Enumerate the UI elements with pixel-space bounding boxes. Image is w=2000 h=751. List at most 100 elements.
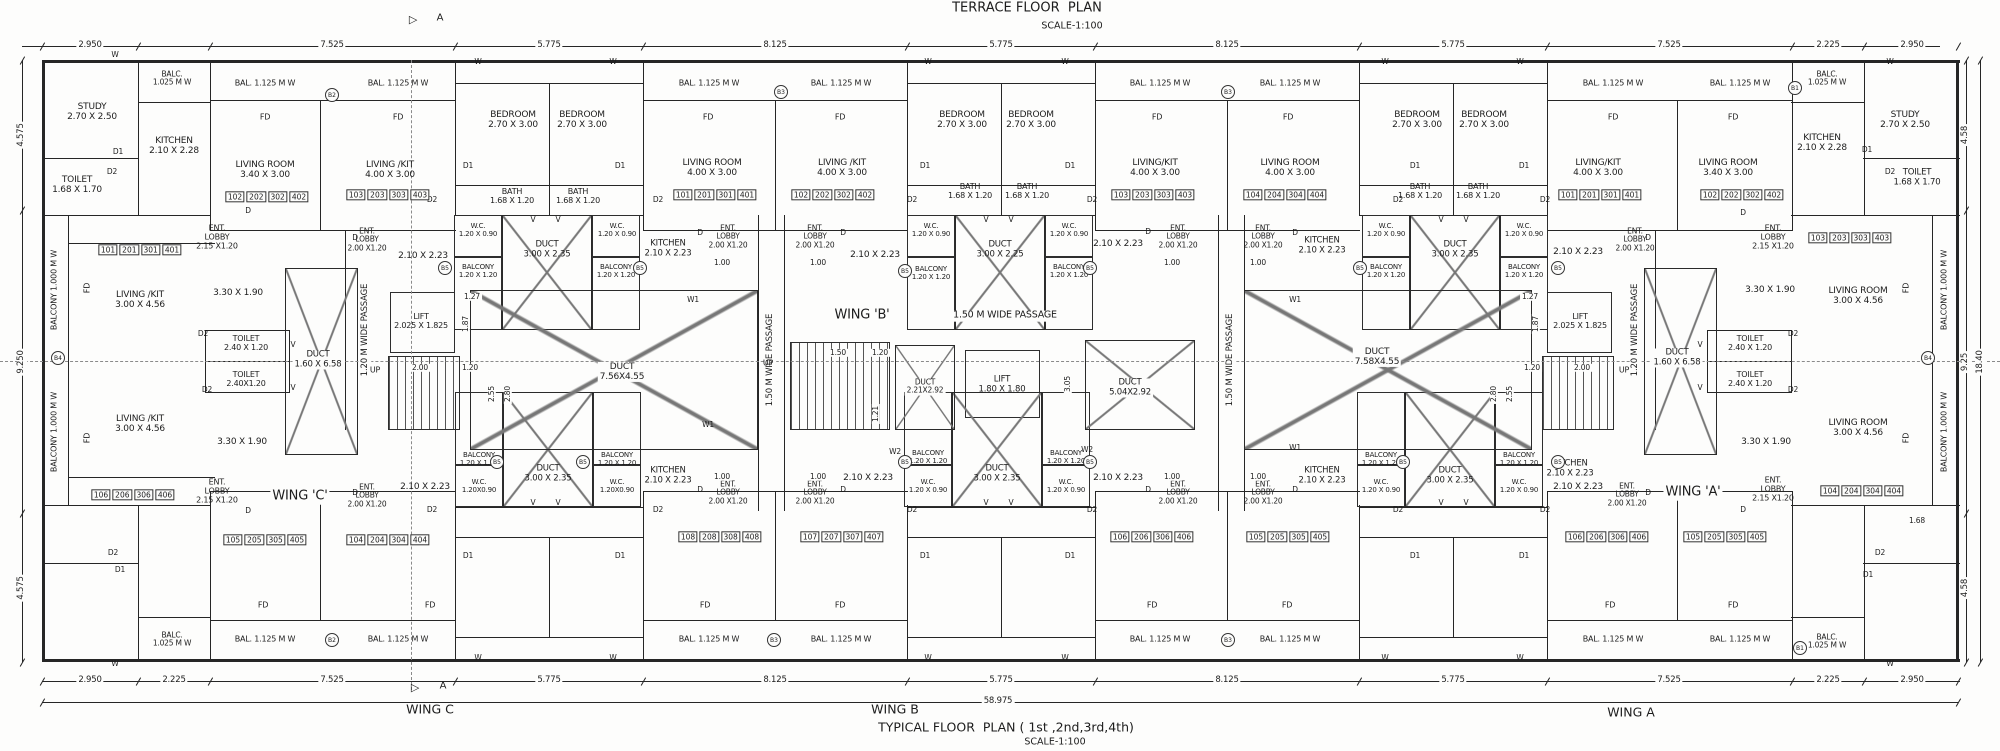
plan-text: BAL. 1.125 M W	[1709, 78, 1771, 88]
unit-number: 405	[1747, 531, 1767, 543]
unit-number: 102	[791, 189, 811, 201]
plan-text: V	[1463, 497, 1469, 507]
plan-text: 1.00	[808, 471, 828, 482]
plan-text: BAL. 1.125 M W	[678, 634, 740, 644]
wall-line	[1453, 537, 1455, 638]
balcony-marker: B4	[1921, 351, 1935, 365]
wall-line	[907, 185, 1096, 187]
wall-line	[1547, 620, 1793, 622]
plan-text: V	[1463, 214, 1469, 224]
plan-text: V	[530, 214, 536, 224]
balcony-marker: B1	[1788, 81, 1802, 95]
plan-text: D	[1740, 207, 1746, 217]
wall-line	[210, 60, 212, 231]
wall-line	[1095, 491, 1097, 661]
unit-number: 308	[721, 531, 741, 543]
plan-text: DUCT 1.60 X 6.58	[1651, 347, 1703, 368]
plan-text: BAL. 1.125 M W	[810, 78, 872, 88]
plan-text: 2.225	[1814, 40, 1842, 51]
wall-line	[1359, 185, 1548, 187]
room-box	[1045, 257, 1093, 330]
plan-text: ENT. LOBBY 2.00 X1.20	[1615, 226, 1655, 253]
unit-number: 306	[1153, 531, 1173, 543]
plan-text: 1.27	[1520, 291, 1540, 302]
plan-text: BALCONY 1.20 X 1.20	[1366, 263, 1406, 279]
plan-text: 2.950	[76, 675, 104, 686]
wall-line	[1095, 60, 1097, 231]
plan-text: FD	[1151, 112, 1163, 122]
plan-text: FD	[699, 600, 711, 610]
plan-text: 58.975	[981, 696, 1015, 707]
plan-text: LIVING /KIT 3.00 X 4.56	[115, 413, 165, 434]
room-box	[1500, 215, 1548, 257]
plan-text: 2.55	[486, 384, 497, 404]
unit-number: 401	[1622, 189, 1642, 201]
plan-text: FD	[257, 600, 269, 610]
plan-text: 2.10 X 2.23	[1093, 238, 1143, 249]
plan-text: 9.25	[1960, 350, 1971, 374]
wing-b-label: WING B	[871, 701, 919, 717]
plan-text: V	[530, 497, 536, 507]
plan-text: BAL. 1.125 M W	[1259, 634, 1321, 644]
plan-text: 2.10 X 2.23	[1553, 481, 1603, 492]
wing-c-label: WING C	[406, 701, 454, 717]
plan-text: FD	[392, 112, 404, 122]
plan-text: D1	[462, 160, 474, 170]
plan-text: 2.00	[1572, 362, 1592, 373]
plan-text: D	[1740, 504, 1746, 514]
plan-text: 3.30 X 1.90	[1745, 284, 1795, 295]
plan-text: FD	[834, 600, 846, 610]
plan-text: KITCHEN 2.10 X 2.23	[644, 465, 692, 485]
plan-text: DUCT 3.00 X 2.35	[1426, 465, 1474, 485]
plan-text: W2	[889, 446, 901, 456]
room-box	[1357, 465, 1405, 507]
plan-text: 1.87	[460, 314, 471, 334]
plan-text: FD	[834, 112, 846, 122]
unit-number: 302	[834, 189, 854, 201]
wall-line	[775, 491, 777, 621]
plan-text: 1.00	[1162, 471, 1182, 482]
plan-text: BAL. 1.125 M W	[1129, 634, 1191, 644]
plan-text: V	[983, 497, 989, 507]
unit-number: 405	[287, 534, 307, 546]
wall-line	[455, 507, 644, 509]
plan-text: 4.58	[1960, 576, 1971, 600]
room-box	[1362, 215, 1410, 257]
plan-text: 2.950	[76, 40, 104, 51]
plan-text: KITCHEN 2.10 X 2.23	[1546, 458, 1594, 478]
balcony-marker: B3	[1221, 633, 1235, 647]
plan-text: D2	[1392, 194, 1404, 204]
plan-text: 1.00	[808, 257, 828, 268]
plan-text: BATH 1.68 X 1.20	[948, 182, 992, 200]
plan-text: D	[697, 484, 703, 494]
plan-text: ENT. LOBBY 2.00 X1.20	[347, 226, 387, 253]
unit-number: 202	[812, 189, 832, 201]
wall-line	[1863, 158, 1960, 160]
plan-text: W2	[1081, 444, 1093, 454]
unit-number: 404	[1884, 485, 1904, 497]
plan-text: FD	[259, 112, 271, 122]
plan-text: 1.20	[870, 347, 890, 358]
balcony-marker: B5	[1083, 455, 1097, 469]
plan-text: BAL. 1.125 M W	[1582, 634, 1644, 644]
unit-number: 203	[367, 189, 387, 201]
wall-line	[907, 507, 1096, 509]
unit-number: 403	[410, 189, 430, 201]
plan-text: 7.525	[1655, 40, 1683, 51]
unit-number: 203	[1132, 189, 1152, 201]
plan-text: LIVING /KIT 4.00 X 3.00	[817, 157, 867, 178]
plan-text: LIVING ROOM 3.40 X 3.00	[235, 159, 295, 180]
plan-text: TOILET 2.40 X 1.20	[224, 334, 268, 352]
room-box	[907, 215, 955, 257]
unit-number: 102	[1700, 189, 1720, 201]
plan-text: 2.55	[1504, 384, 1515, 404]
duct-shaft	[1244, 290, 1532, 450]
terrace-plan-title: TERRACE FLOOR PLAN	[952, 0, 1102, 16]
plan-text: LIVING ROOM 4.00 X 3.00	[1260, 157, 1320, 178]
plan-text: DUCT 3.00 X 2.35	[524, 463, 572, 483]
